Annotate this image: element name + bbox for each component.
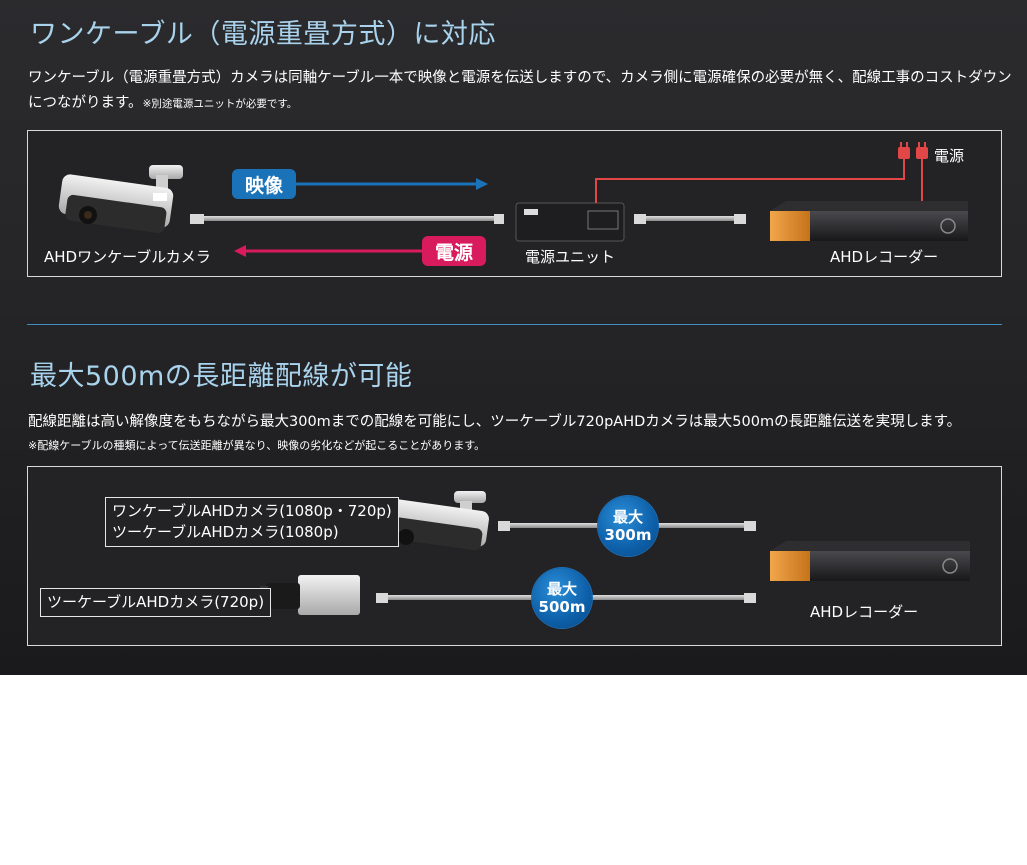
power-unit-icon — [515, 202, 625, 242]
camera1-label-line2: ツーケーブルAHDカメラ(1080p) — [112, 523, 339, 541]
diagram1-graphics — [58, 142, 968, 257]
ahd-recorder-icon — [770, 201, 968, 241]
diagram1-box: 映像 電源 AHDワンケーブルカメラ 電源ユニット AHDレコーダー 電源 — [27, 130, 1002, 277]
section1-heading: ワンケーブル（電源重畳方式）に対応 — [30, 19, 496, 50]
distance-500m-top: 最大 — [546, 580, 577, 598]
section1-note: ※別途電源ユニットが必要です。 — [142, 98, 298, 110]
camera1-label-line1: ワンケーブルAHDカメラ(1080p・720p) — [112, 502, 392, 520]
recorder-label-2: AHDレコーダー — [810, 603, 919, 621]
section2-heading: 最大500mの長距離配線が可能 — [30, 361, 413, 392]
power-badge: 電源 — [422, 236, 486, 266]
ahd-recorder-icon — [770, 541, 970, 581]
coax-cable-1 — [190, 214, 504, 224]
box-camera-icon — [260, 575, 360, 615]
distance-300m-bottom: 300m — [604, 526, 652, 544]
camera2-label: ツーケーブルAHDカメラ(720p) — [47, 593, 265, 611]
power-arrow-head — [234, 245, 246, 257]
section-divider — [27, 324, 1002, 325]
power-wire-unit — [595, 159, 905, 203]
section1-body-line2: につながります。 — [28, 95, 143, 111]
distance-300m-badge: 最大 300m — [598, 496, 658, 556]
camera1-label-box: ワンケーブルAHDカメラ(1080p・720p) ツーケーブルAHDカメラ(10… — [105, 497, 399, 547]
coax-cable-2 — [634, 214, 746, 224]
dark-panel: ワンケーブル（電源重畳方式）に対応 ワンケーブル（電源重畳方式）カメラは同軸ケー… — [0, 0, 1027, 675]
video-badge: 映像 — [232, 169, 296, 199]
section2-note: ※配線ケーブルの種類によって伝送距離が異なり、映像の劣化などが起こることがありま… — [28, 439, 486, 452]
recorder-label: AHDレコーダー — [830, 248, 939, 266]
plug-icon — [898, 142, 910, 159]
section2-body: 配線距離は高い解像度をもちながら最大300mまでの配線を可能にし、ツーケーブル7… — [28, 414, 962, 430]
distance-500m-bottom: 500m — [538, 598, 586, 616]
bullet-camera-icon — [387, 491, 489, 551]
mains-power-label: 電源 — [934, 147, 965, 165]
diagram2-box: ワンケーブルAHDカメラ(1080p・720p) ツーケーブルAHDカメラ(10… — [27, 466, 1002, 646]
section1-body-line2-wrap: につながります。※別途電源ユニットが必要です。 — [28, 91, 297, 112]
bullet-camera-icon — [58, 165, 183, 234]
plug-icon — [916, 142, 928, 159]
section1-body-line1: ワンケーブル（電源重畳方式）カメラは同軸ケーブル一本で映像と電源を伝送しますので… — [28, 70, 1012, 86]
video-arrow-head — [476, 178, 488, 190]
distance-300m-top: 最大 — [612, 508, 643, 526]
power-unit-label: 電源ユニット — [525, 248, 616, 266]
camera-label: AHDワンケーブルカメラ — [44, 248, 211, 266]
camera2-label-box: ツーケーブルAHDカメラ(720p) — [40, 588, 272, 617]
distance-500m-badge: 最大 500m — [532, 568, 592, 628]
